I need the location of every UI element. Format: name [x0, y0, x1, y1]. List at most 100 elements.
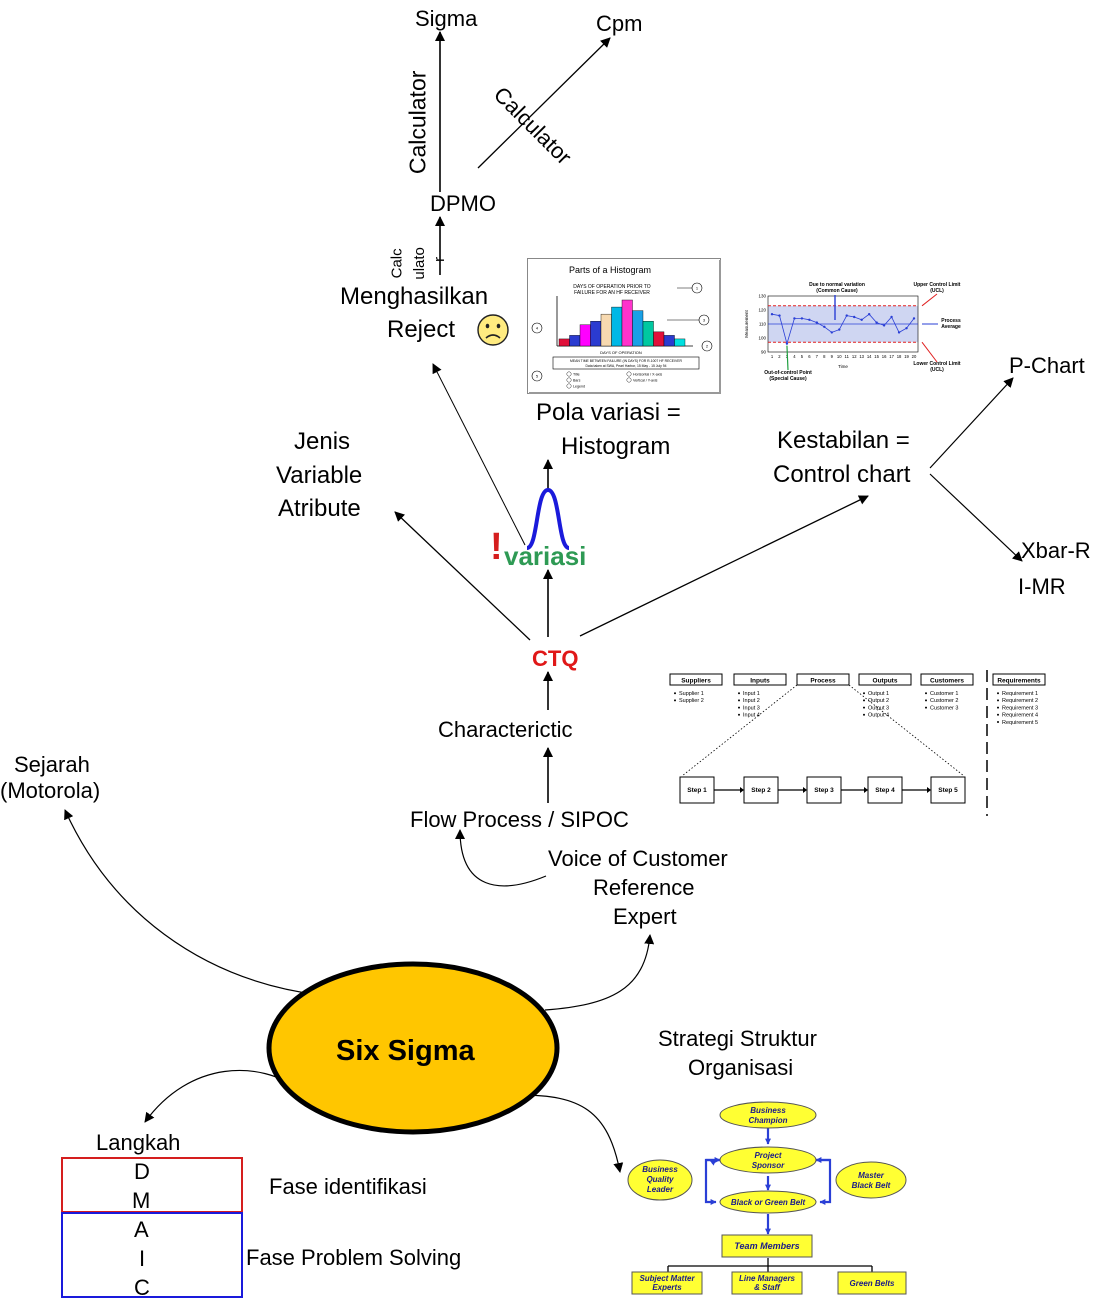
arrow-kestabilan-xbar — [929, 473, 1023, 562]
arrow-dpmo-cpm — [477, 37, 611, 169]
cc-point — [823, 325, 826, 328]
cc-x-tick: 20 — [912, 354, 917, 359]
fase-problem-solving-label: Fase Problem Solving — [246, 1245, 462, 1270]
cc-x-tick: 7 — [816, 354, 819, 359]
sipoc-bullet — [997, 699, 999, 702]
org-lm-2: & Staff — [754, 1283, 781, 1292]
sipoc-step-label: Step 2 — [751, 787, 771, 794]
sipoc-item: Output 1 — [868, 691, 889, 697]
cc-point — [875, 321, 878, 324]
org-bql-3: Leader — [647, 1185, 674, 1194]
legend-title: Title — [573, 373, 580, 377]
callout-4: 4 — [536, 326, 539, 331]
cc-y-tick: 90 — [761, 350, 767, 355]
cc-point — [815, 321, 819, 324]
cc-x-tick: 13 — [859, 354, 864, 359]
sipoc-item: Requirement 5 — [1002, 720, 1038, 726]
business-champion-node — [719, 1101, 817, 1129]
arrow-sixsigma-org — [519, 1094, 624, 1173]
sipoc-bullet — [863, 706, 865, 709]
cc-x-tick: 8 — [823, 354, 826, 359]
sipoc-step-box — [806, 776, 842, 804]
callout-5: 5 — [536, 374, 539, 379]
arrow-voc-flow — [455, 829, 547, 887]
org-lm-1: Line Managers — [739, 1274, 796, 1283]
histogram-bar — [558, 338, 570, 347]
business-quality-leader-node — [627, 1159, 693, 1201]
cc-avg-1: Process — [941, 318, 961, 324]
master-black-belt-node — [835, 1161, 907, 1199]
histogram-bar — [579, 324, 591, 347]
histogram-bar — [663, 335, 675, 347]
cc-x-tick: 9 — [831, 354, 834, 359]
cc-point — [905, 327, 908, 330]
sipoc-header: Inputs — [750, 678, 770, 685]
histogram-bars — [558, 299, 686, 347]
sipoc-bullet — [925, 692, 927, 695]
arrow-variasi-reject — [432, 363, 526, 546]
team-members-node — [721, 1234, 813, 1258]
sigma-label: Sigma — [415, 6, 478, 31]
callout-1: 1 — [696, 286, 699, 291]
sipoc-item: Requirement 4 — [1002, 713, 1038, 719]
cc-xlabel: Time — [838, 364, 848, 369]
org-master-2: Black Belt — [852, 1181, 891, 1190]
calc-small-label-2: ulato — [410, 247, 428, 280]
sipoc-header-box — [920, 673, 974, 686]
six-sigma-label: Six Sigma — [336, 1035, 475, 1067]
six-sigma-ellipse[interactable] — [266, 961, 560, 1135]
histogram-subtitle-1: DAYS OF OPERATION PRIOR TO — [573, 284, 651, 290]
sipoc-header: Requirements — [997, 678, 1041, 685]
sipoc-header: Process — [810, 678, 836, 685]
cc-x-tick: 17 — [889, 354, 894, 359]
analyze-improve-control-box — [61, 1212, 243, 1298]
cc-x-tick: 2 — [778, 354, 781, 359]
sipoc-item: Requirement 3 — [1002, 705, 1038, 711]
voc-label-3: Expert — [613, 904, 677, 929]
sipoc-header: Suppliers — [681, 678, 711, 685]
cc-point — [845, 314, 848, 317]
cc-x-tick: 14 — [867, 354, 872, 359]
sipoc-item: Supplier 1 — [679, 691, 704, 697]
step-a: A — [134, 1217, 149, 1242]
sipoc-step-arrowhead — [740, 787, 744, 793]
sipoc-step-arrowhead — [803, 787, 807, 793]
sipoc-header: Customers — [930, 678, 964, 685]
strategi-label-1: Strategi Struktur — [658, 1026, 817, 1051]
cc-point — [890, 315, 893, 319]
cc-normal-2: (Common Cause) — [816, 288, 858, 294]
cc-x-tick: 1 — [771, 354, 774, 359]
org-black-green: Black or Green Belt — [731, 1198, 806, 1207]
voc-label-2: Reference — [593, 875, 695, 900]
pola-label-2: Histogram — [561, 433, 671, 460]
cc-x-tick: 18 — [897, 354, 902, 359]
sipoc-bullet — [997, 706, 999, 709]
pola-label-1: Pola variasi = — [536, 399, 681, 426]
sipoc-header-box — [992, 673, 1046, 686]
sipoc-step-arrowhead — [864, 787, 868, 793]
org-sme-1: Subject Matter — [639, 1274, 695, 1283]
cc-point — [867, 313, 871, 316]
legend-x-axis: Horizontal / X-axis — [633, 373, 662, 377]
sipoc-item: Input 1 — [743, 691, 760, 697]
org-team: Team Members — [734, 1241, 799, 1251]
sipoc-bullet — [738, 699, 740, 702]
org-chart-figure: Business Champion Project Sponsor Black … — [627, 1101, 907, 1295]
org-project-sponsor-2: Sponsor — [752, 1161, 785, 1170]
sipoc-item: Customer 1 — [930, 691, 958, 697]
cc-x-tick: 16 — [882, 354, 887, 359]
reject-label-1: Menghasilkan — [340, 283, 489, 310]
sipoc-bullet — [997, 721, 999, 723]
cc-point — [882, 324, 886, 327]
step-i: I — [139, 1246, 146, 1271]
step-d: D — [134, 1159, 150, 1184]
histogram-bar — [569, 335, 581, 347]
cc-point — [830, 331, 833, 334]
arrow-sixsigma-voc — [544, 934, 655, 1011]
sipoc-bullet — [863, 692, 865, 695]
cc-point — [853, 315, 856, 319]
legend-legend: Legend — [573, 385, 585, 389]
cc-point — [897, 331, 901, 334]
